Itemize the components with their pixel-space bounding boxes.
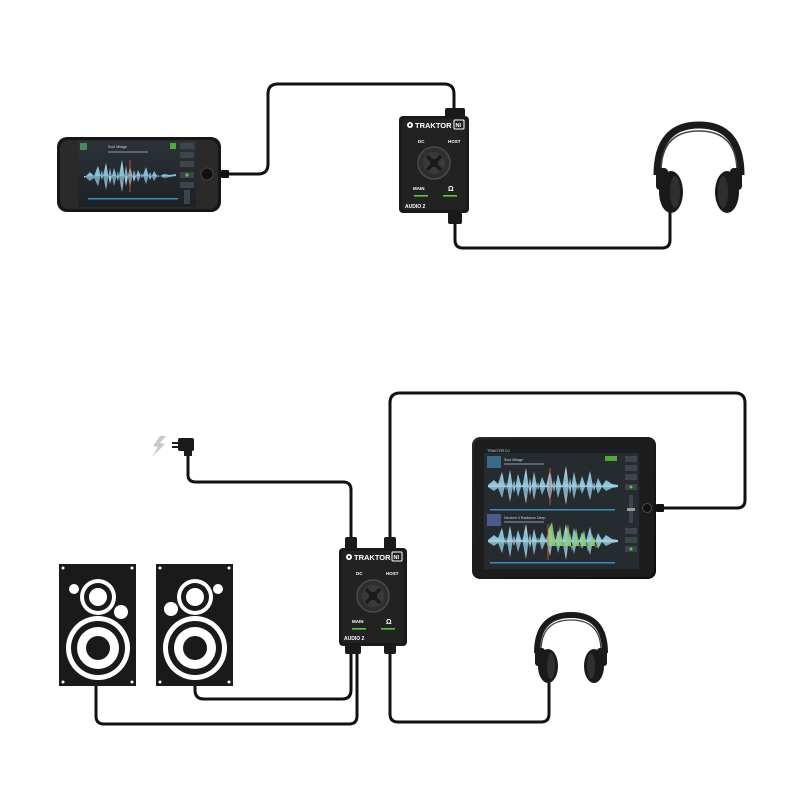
cable-iphone-to-interface (224, 82, 456, 176)
jog-wheel-icon (417, 146, 451, 180)
audio-interface-top: TRAKTOR NI DC HOST MAIN Ω AUDIO 2 (399, 108, 469, 224)
ipad: TRAKTOR DJ Soul Mirage Neutron 4 Radianc… (472, 437, 656, 579)
headphone-led (381, 628, 395, 630)
deck-b-green-section (548, 522, 600, 552)
ipad-app-title: TRAKTOR DJ (487, 449, 510, 453)
deck-b-title: Neutron 4 Radiance Deep (504, 516, 546, 520)
cables-bottom (94, 391, 747, 726)
ipad-screen (484, 447, 639, 569)
cable-power-to-interface (186, 455, 353, 545)
cable-interface-to-speaker-right (193, 650, 353, 701)
cable-interface-to-speaker-left (94, 650, 359, 726)
host-port-label: HOST (386, 571, 399, 576)
jog-wheel-icon (356, 579, 390, 613)
iphone-track-title: Soul Mirage (108, 145, 127, 149)
dc-port-label: DC (418, 139, 425, 144)
main-led (352, 628, 366, 630)
headphones-icon (653, 121, 745, 213)
deck-a-title: Soul Mirage (504, 458, 523, 462)
speaker-icon (59, 564, 136, 686)
cable-interface-to-headphones (453, 205, 672, 250)
headphones-icon (534, 611, 608, 683)
main-led (414, 195, 428, 197)
ni-logo: NI (394, 555, 400, 561)
main-output-label: MAIN (352, 619, 364, 624)
cable-interface-to-ipad (388, 391, 747, 545)
headphone-output-icon: Ω (448, 186, 454, 193)
cable-interface-to-headphones-bottom (388, 650, 551, 724)
main-output-label: MAIN (413, 186, 425, 191)
cables-top (224, 82, 672, 250)
brand-label: TRAKTOR (354, 553, 391, 562)
model-label: AUDIO 2 (344, 636, 365, 642)
lightning-icon (152, 436, 166, 457)
ipad-home-button (642, 503, 652, 513)
model-label: AUDIO 2 (405, 204, 426, 210)
dc-port-label: DC (356, 571, 363, 576)
iphone-home-button (200, 167, 214, 181)
ni-logo: NI (456, 123, 462, 129)
brand-label: TRAKTOR (415, 121, 452, 130)
power-plug-icon (178, 438, 194, 451)
headphone-output-icon: Ω (386, 619, 392, 626)
iphone: Soul Mirage (57, 137, 221, 212)
connectors (221, 170, 664, 512)
headphone-led (443, 195, 457, 197)
audio-interface-bottom: TRAKTOR NI DC HOST MAIN Ω AUDIO 2 (339, 537, 407, 654)
power-supply (152, 436, 194, 457)
host-port-label: HOST (448, 139, 461, 144)
speaker-icon (156, 564, 233, 686)
